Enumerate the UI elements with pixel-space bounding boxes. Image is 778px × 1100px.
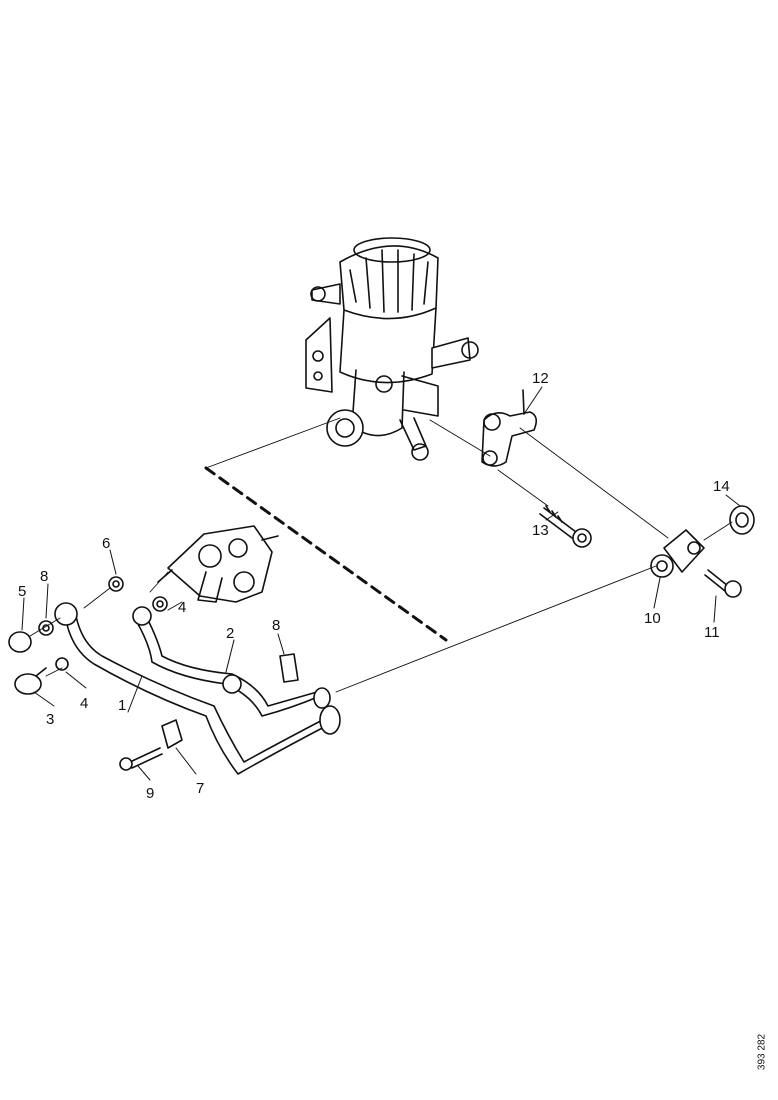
bolt-part-13 bbox=[539, 505, 592, 548]
fuel-line-part-1 bbox=[65, 615, 335, 775]
callout-10: 10 bbox=[644, 610, 661, 627]
banjo-fitting bbox=[54, 602, 341, 735]
leader-lines bbox=[21, 386, 741, 781]
cap-part-14 bbox=[729, 505, 755, 535]
plug-part-3 bbox=[14, 667, 47, 695]
dashed-routing-line bbox=[204, 466, 448, 642]
clamp-part-7 bbox=[161, 719, 183, 749]
callout-6: 6 bbox=[102, 535, 110, 552]
callout-1: 1 bbox=[118, 697, 126, 714]
callout-14: 14 bbox=[713, 478, 730, 495]
callout-5: 5 bbox=[18, 583, 26, 600]
callout-3: 3 bbox=[46, 711, 54, 728]
connector-part-10 bbox=[650, 529, 705, 578]
document-number: 393 282 bbox=[756, 1033, 768, 1071]
callout-4-lower: 4 bbox=[80, 695, 88, 712]
callout-12: 12 bbox=[532, 370, 549, 387]
fuel-pump bbox=[157, 525, 279, 603]
callout-13: 13 bbox=[532, 522, 549, 539]
callout-7: 7 bbox=[196, 780, 204, 797]
washer-part-6 bbox=[108, 576, 124, 592]
plug-part-5 bbox=[8, 631, 32, 653]
callout-9: 9 bbox=[146, 785, 154, 802]
callout-8-left: 8 bbox=[40, 568, 48, 585]
callout-2: 2 bbox=[226, 625, 234, 642]
callout-11: 11 bbox=[704, 624, 720, 641]
washer-part-4 bbox=[55, 596, 168, 671]
callout-4-upper: 4 bbox=[178, 599, 186, 616]
fuel-filter-housing bbox=[305, 237, 479, 461]
screw-part-9 bbox=[119, 747, 163, 771]
clip-part-12 bbox=[481, 389, 538, 467]
assembly-lines bbox=[29, 417, 733, 693]
bolt-part-11 bbox=[704, 569, 742, 598]
clip-part-8 bbox=[279, 653, 299, 683]
fuel-line-part-2 bbox=[137, 619, 325, 717]
callout-8-right: 8 bbox=[272, 617, 280, 634]
